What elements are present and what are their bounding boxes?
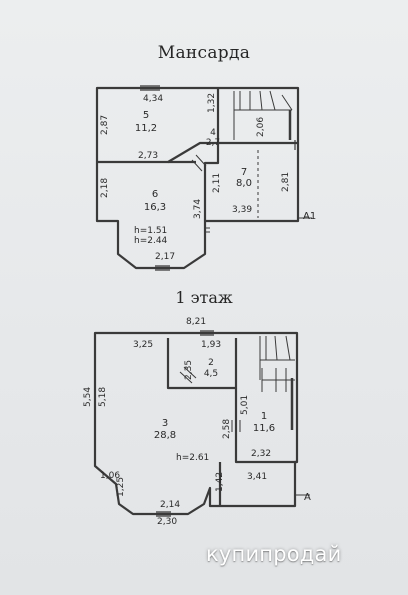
attic-height-1: h=1.51 — [134, 226, 167, 236]
first-height: h=2.61 — [176, 453, 209, 463]
room-1-area: 11,6 — [253, 423, 275, 434]
dim-first-inner-left: 5,18 — [98, 387, 108, 407]
room-5-area: 11,2 — [135, 123, 157, 134]
attic-title: Мансарда — [157, 43, 251, 63]
dim-first-outer-left: 5,54 — [83, 387, 93, 407]
room-6-number: 6 — [152, 189, 158, 200]
dim-attic-left: 2,87 — [100, 115, 110, 135]
attic-details — [140, 85, 312, 271]
dim-attic-room7-left: 2,11 — [212, 173, 222, 193]
room-4-number: 4 — [210, 128, 216, 138]
room-2-area: 4,5 — [204, 369, 218, 379]
first-floor-walls — [93, 331, 299, 516]
room-4-area: 2,7 — [206, 138, 220, 148]
dim-first-bay-side-1: 1,06 — [100, 471, 120, 481]
dim-first-wall-501: 5,01 — [240, 395, 250, 415]
room-6-area: 16,3 — [144, 202, 166, 213]
dim-first-porch-height: 1,42 — [215, 472, 225, 492]
watermark: купипродай — [206, 542, 342, 566]
room-2-number: 2 — [208, 358, 214, 368]
dim-attic-bay: 2,17 — [155, 252, 175, 262]
first-floor-details — [156, 330, 310, 517]
dim-first-wall-258: 2,58 — [222, 419, 232, 439]
room-7-area: 8,0 — [236, 178, 252, 189]
dim-attic-corridor: 2,73 — [138, 151, 158, 161]
room-5-number: 5 — [143, 110, 149, 121]
room-3-number: 3 — [162, 418, 168, 429]
attic-walls — [95, 86, 300, 270]
dim-attic-room7-bottom: 3,39 — [232, 205, 252, 215]
dim-attic-stair-side: 2,06 — [256, 117, 266, 137]
dim-attic-wall-mid: 3,74 — [193, 199, 203, 219]
dim-first-room1-bottom: 2,32 — [251, 449, 271, 459]
dim-first-room2-height: 2,35 — [184, 360, 194, 380]
dim-first-room3-width: 3,25 — [133, 340, 153, 350]
room-1-number: 1 — [261, 411, 267, 422]
attic-height-2: h=2.44 — [134, 236, 168, 246]
dim-attic-room7-right: 2,81 — [281, 172, 291, 192]
first-floor-title: 1 этаж — [175, 288, 233, 307]
dim-first-porch-width: 3,41 — [247, 472, 267, 482]
dim-first-total: 8,21 — [186, 317, 206, 327]
room-7-number: 7 — [241, 167, 247, 178]
marker-a1: A1 — [303, 211, 316, 222]
dim-first-bay-inner: 2,14 — [160, 500, 180, 510]
dim-first-room2-width: 1,93 — [201, 340, 221, 350]
marker-a: A — [304, 492, 311, 503]
dim-first-bay-side-2: 1,25 — [116, 477, 126, 497]
dim-attic-top: 4,34 — [143, 94, 163, 104]
dim-first-bay-outer: 2,30 — [157, 517, 177, 527]
dim-attic-stair-top: 1,32 — [207, 93, 217, 113]
dim-attic-left-lower: 2,18 — [100, 178, 110, 198]
room-3-area: 28,8 — [154, 430, 176, 441]
